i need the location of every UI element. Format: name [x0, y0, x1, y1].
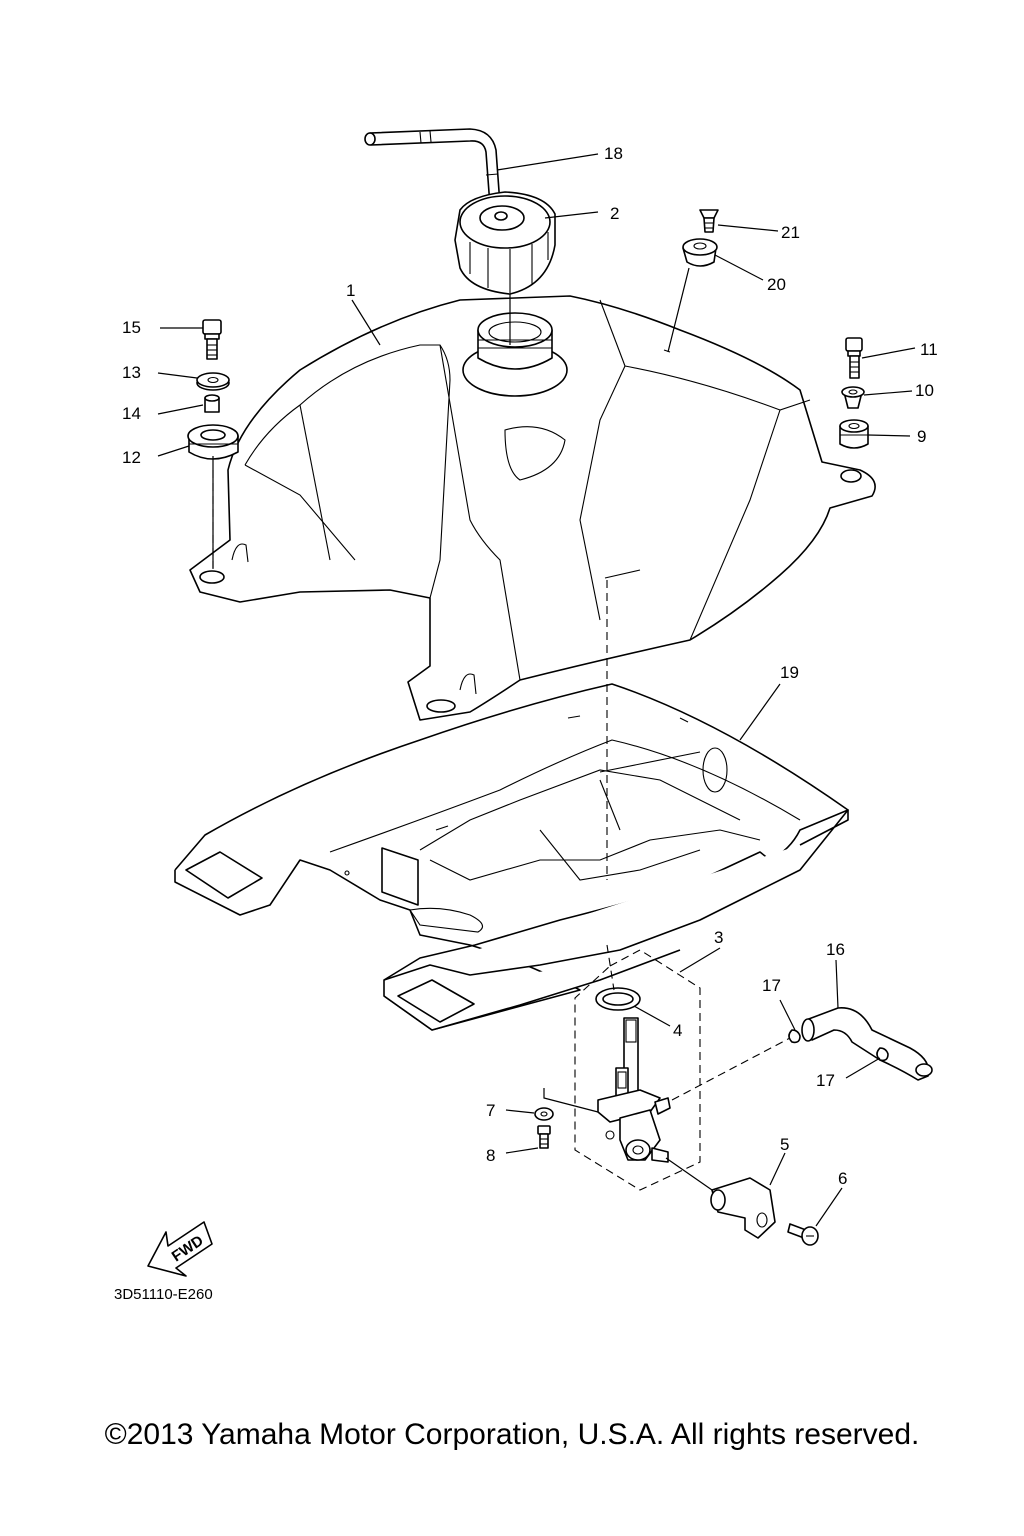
callout-numbers: 1 2 3 4 5 6 7 8 9 10 11 12 13 14 15 16 1…	[122, 144, 938, 1188]
callout-9: 9	[917, 427, 926, 446]
bolt-part-11[interactable]	[845, 337, 863, 379]
grommet-part-12[interactable]	[187, 424, 239, 460]
bolt-part-15[interactable]	[202, 319, 222, 360]
callout-12: 12	[122, 448, 141, 467]
o-ring-part-4[interactable]	[595, 987, 641, 1011]
callout-leaders	[157, 153, 916, 1227]
callout-16: 16	[826, 940, 845, 959]
callout-4: 4	[673, 1021, 682, 1040]
callout-13: 13	[122, 363, 141, 382]
screw-part-6[interactable]	[787, 1223, 819, 1246]
callout-2: 2	[610, 204, 619, 223]
screw-part-21[interactable]	[699, 209, 719, 233]
callout-20: 20	[767, 275, 786, 294]
assembly-guide-lines	[212, 267, 791, 1191]
washer-part-13[interactable]	[196, 372, 230, 391]
callout-10: 10	[915, 381, 934, 400]
callout-17-upper: 17	[762, 976, 781, 995]
callout-11: 11	[920, 340, 938, 359]
callout-1: 1	[346, 281, 355, 300]
drawing-code: 3D51110-E260	[114, 1286, 213, 1303]
fwd-arrow-icon: FWD	[147, 1221, 213, 1277]
hose-clip-part-17-upper[interactable]	[788, 1029, 801, 1044]
fuel-cock-assembly-part-3[interactable]	[574, 949, 701, 1191]
fuel-cap-part-2[interactable]	[454, 191, 556, 295]
tank-cover-part-19[interactable]	[174, 683, 849, 1031]
callout-17-lower: 17	[816, 1071, 835, 1090]
hose-clip-part-17-lower[interactable]	[876, 1047, 889, 1062]
callout-19: 19	[780, 663, 799, 682]
fuel-hose-part-16[interactable]	[801, 1007, 933, 1081]
callout-18: 18	[604, 144, 623, 163]
damper-part-20[interactable]	[682, 238, 718, 267]
fuel-tank-part-1[interactable]	[189, 295, 876, 721]
callout-15: 15	[122, 318, 141, 337]
callout-21: 21	[781, 223, 800, 242]
callout-3: 3	[714, 928, 723, 947]
copyright-notice: ©2013 Yamaha Motor Corporation, U.S.A. A…	[104, 1418, 920, 1451]
callout-14: 14	[122, 404, 141, 423]
screw-part-8[interactable]	[537, 1125, 551, 1149]
callout-6: 6	[838, 1169, 847, 1188]
washer-part-7[interactable]	[534, 1107, 554, 1121]
callout-8: 8	[486, 1146, 495, 1165]
collar-part-10[interactable]	[841, 386, 865, 409]
grommet-part-9[interactable]	[839, 419, 869, 449]
lever-part-5[interactable]	[710, 1177, 776, 1239]
collar-part-14[interactable]	[204, 394, 220, 413]
callout-7: 7	[486, 1101, 495, 1120]
callout-5: 5	[780, 1135, 789, 1154]
breather-hose-part-18[interactable]	[364, 128, 501, 207]
